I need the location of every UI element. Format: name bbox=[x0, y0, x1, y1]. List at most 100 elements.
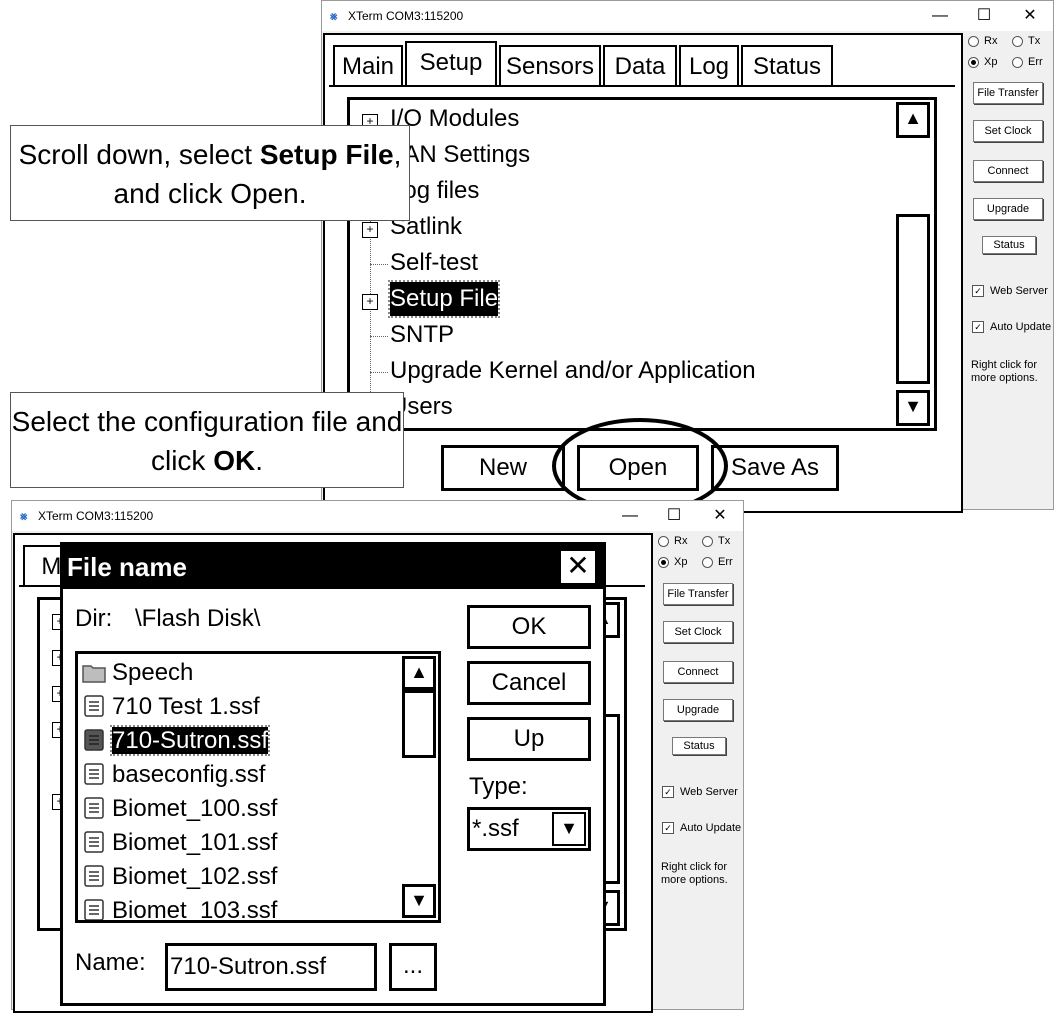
radio-xp[interactable]: Xp bbox=[658, 556, 687, 568]
radio-icon bbox=[968, 35, 979, 47]
connect-button[interactable]: Connect bbox=[973, 160, 1043, 182]
ok-button[interactable]: OK bbox=[467, 605, 591, 649]
title-bar[interactable]: ⨳ XTerm COM3:115200 — ☐ ✕ bbox=[322, 1, 1053, 31]
xterm-window-top: ⨳ XTerm COM3:115200 — ☐ ✕ Main Setup Sen… bbox=[321, 0, 1054, 513]
file-icon bbox=[84, 729, 104, 751]
cancel-button[interactable]: Cancel bbox=[467, 661, 591, 705]
tab-status[interactable]: Status bbox=[741, 45, 833, 85]
tree-line bbox=[370, 264, 388, 265]
minimize-button[interactable]: — bbox=[932, 7, 948, 24]
dialog-close-button[interactable]: ✕ bbox=[559, 549, 597, 585]
tree-item-setup-file[interactable]: Setup File bbox=[387, 280, 501, 318]
radio-rx[interactable]: Rx bbox=[658, 535, 687, 547]
arrow-down-icon: ▼ bbox=[904, 396, 922, 416]
auto-update-checkbox[interactable]: ✓Auto Update bbox=[972, 321, 1051, 334]
tree-item[interactable]: SNTP bbox=[390, 321, 455, 348]
name-label: Name: bbox=[75, 949, 146, 976]
xterm-app-icon: ⨳ bbox=[20, 509, 28, 523]
dropdown-button[interactable]: ▼ bbox=[552, 812, 586, 846]
file-transfer-button[interactable]: File Transfer bbox=[663, 583, 733, 605]
tab-main[interactable]: Main bbox=[333, 45, 403, 85]
tree-item[interactable]: I/O Modules bbox=[390, 105, 520, 132]
radio-icon bbox=[1012, 56, 1023, 68]
web-server-checkbox[interactable]: ✓Web Server bbox=[662, 786, 738, 799]
tab-log[interactable]: Log bbox=[679, 45, 739, 85]
auto-update-checkbox[interactable]: ✓Auto Update bbox=[662, 822, 741, 835]
checkmark-icon: ✓ bbox=[972, 285, 984, 298]
tree-line bbox=[370, 372, 388, 373]
list-scroll-up-button[interactable]: ▲ bbox=[402, 656, 436, 690]
file-icon bbox=[84, 831, 104, 853]
instruction-callout-1: Scroll down, select Setup File, and clic… bbox=[10, 125, 410, 221]
radio-err[interactable]: Err bbox=[1012, 56, 1043, 68]
arrow-up-icon: ▲ bbox=[904, 108, 922, 128]
save-as-button[interactable]: Save As bbox=[711, 445, 839, 491]
browse-button[interactable]: ... bbox=[389, 943, 437, 991]
title-bar[interactable]: ⨳ XTerm COM3:115200 — ☐ ✕ bbox=[12, 501, 743, 531]
name-input[interactable]: 710-Sutron.ssf bbox=[165, 943, 377, 991]
tab-data[interactable]: Data bbox=[603, 45, 677, 85]
status-button[interactable]: Status bbox=[982, 236, 1036, 254]
list-item-file[interactable]: Biomet_102.ssf bbox=[82, 860, 277, 894]
maximize-button[interactable]: ☐ bbox=[666, 507, 682, 524]
new-button[interactable]: New bbox=[441, 445, 565, 491]
checkmark-icon: ✓ bbox=[972, 321, 984, 334]
type-select[interactable]: *.ssf ▼ bbox=[467, 807, 591, 851]
type-value: *.ssf bbox=[472, 815, 519, 842]
list-item-file[interactable]: Biomet_101.ssf bbox=[82, 826, 277, 860]
radio-icon bbox=[702, 556, 713, 568]
upgrade-button[interactable]: Upgrade bbox=[973, 198, 1043, 220]
tree-scrollbar[interactable]: ▲ ▼ bbox=[894, 100, 934, 428]
tree-item[interactable]: Self-test bbox=[390, 249, 479, 276]
close-button[interactable]: ✕ bbox=[1023, 7, 1037, 24]
list-item-file[interactable]: 710 Test 1.ssf bbox=[82, 690, 260, 724]
radio-tx[interactable]: Tx bbox=[702, 535, 730, 547]
tree-line bbox=[370, 336, 388, 337]
right-click-note: Right click for more options. bbox=[971, 359, 1038, 384]
list-scroll-thumb[interactable] bbox=[402, 690, 436, 758]
web-server-checkbox[interactable]: ✓Web Server bbox=[972, 285, 1048, 298]
checkmark-icon: ✓ bbox=[662, 786, 674, 799]
file-icon bbox=[84, 695, 104, 717]
expand-icon[interactable]: + bbox=[362, 294, 378, 310]
dialog-title-bar[interactable]: File name ✕ bbox=[63, 545, 603, 589]
set-clock-button[interactable]: Set Clock bbox=[973, 120, 1043, 142]
expand-icon[interactable]: + bbox=[362, 222, 378, 238]
set-clock-button[interactable]: Set Clock bbox=[663, 621, 733, 643]
list-scroll-down-button[interactable]: ▼ bbox=[402, 884, 436, 918]
connect-button[interactable]: Connect bbox=[663, 661, 733, 683]
up-button[interactable]: Up bbox=[467, 717, 591, 761]
radio-tx[interactable]: Tx bbox=[1012, 35, 1040, 47]
radio-rx[interactable]: Rx bbox=[968, 35, 997, 47]
close-button[interactable]: ✕ bbox=[713, 507, 727, 524]
upgrade-button[interactable]: Upgrade bbox=[663, 699, 733, 721]
radio-xp[interactable]: Xp bbox=[968, 56, 997, 68]
scroll-thumb[interactable] bbox=[896, 214, 930, 384]
scroll-down-button[interactable]: ▼ bbox=[896, 390, 930, 426]
status-button[interactable]: Status bbox=[672, 737, 726, 755]
radio-err[interactable]: Err bbox=[702, 556, 733, 568]
list-item-file[interactable]: Biomet_100.ssf bbox=[82, 792, 277, 826]
right-click-note: Right click for more options. bbox=[661, 861, 728, 886]
open-button[interactable]: Open bbox=[577, 445, 699, 491]
device-screen: Main Setup Sensors Data Log Status + I/O… bbox=[323, 33, 963, 513]
tree-item[interactable]: LAN Settings bbox=[390, 141, 531, 168]
scroll-up-button[interactable]: ▲ bbox=[896, 102, 930, 138]
maximize-button[interactable]: ☐ bbox=[976, 7, 992, 24]
checkmark-icon: ✓ bbox=[662, 822, 674, 835]
close-icon: ✕ bbox=[566, 550, 590, 581]
list-item-folder[interactable]: Speech bbox=[82, 656, 193, 690]
tab-sensors[interactable]: Sensors bbox=[499, 45, 601, 85]
dir-value: \Flash Disk\ bbox=[135, 605, 261, 632]
list-item-file[interactable]: Biomet_103.ssf bbox=[82, 894, 277, 920]
file-transfer-button[interactable]: File Transfer bbox=[973, 82, 1043, 104]
tree-item[interactable]: Upgrade Kernel and/or Application bbox=[390, 357, 756, 384]
minimize-button[interactable]: — bbox=[622, 507, 638, 524]
list-item-file[interactable]: baseconfig.ssf bbox=[82, 758, 265, 792]
setup-tree[interactable]: + I/O Modules LAN Settings Log files + S… bbox=[347, 97, 937, 431]
file-icon bbox=[84, 797, 104, 819]
list-item-file-selected[interactable]: 710-Sutron.ssf bbox=[82, 724, 271, 758]
radio-icon bbox=[1012, 35, 1023, 47]
file-list[interactable]: Speech 710 Test 1.ssf 710-Sutron.ssf bas… bbox=[75, 651, 441, 923]
tab-setup[interactable]: Setup bbox=[405, 41, 497, 87]
